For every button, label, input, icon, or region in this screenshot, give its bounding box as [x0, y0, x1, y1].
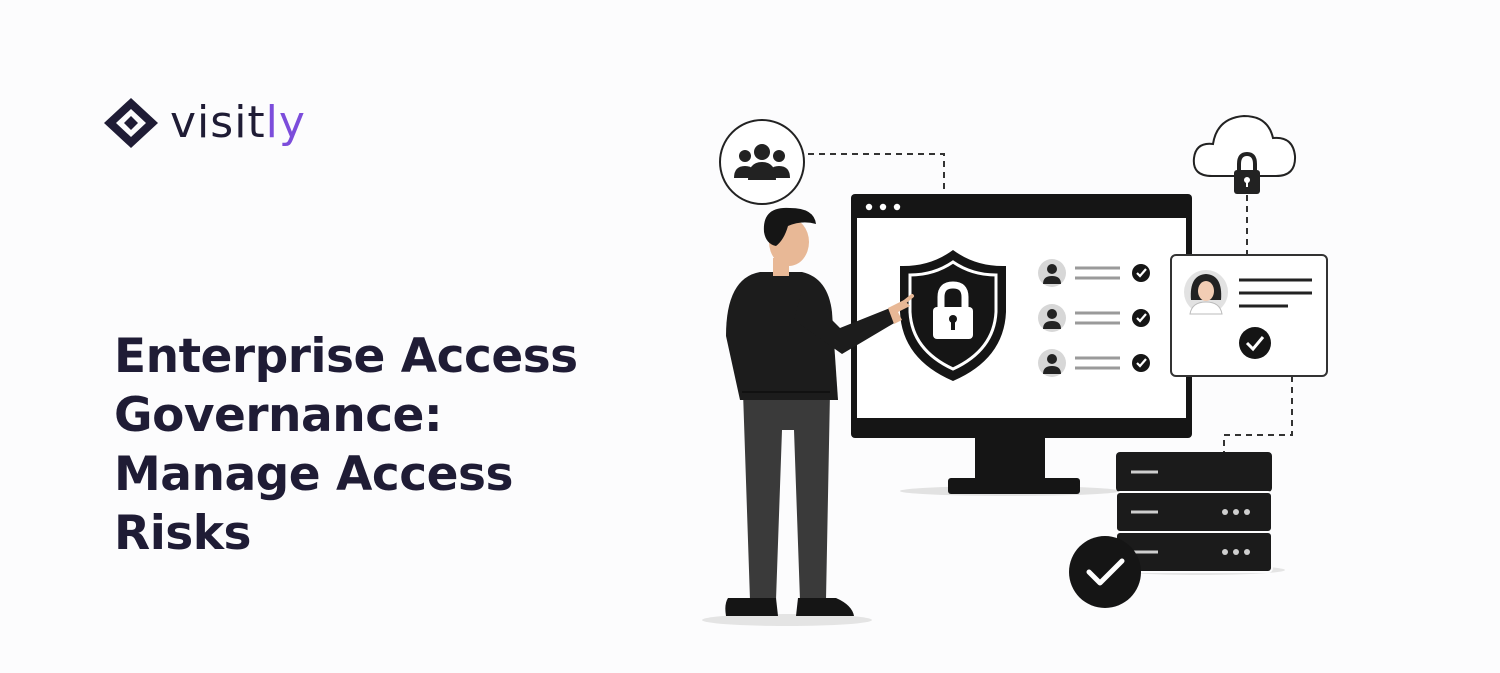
brand-name: visitly [170, 101, 306, 145]
shield-lock-icon [900, 250, 1006, 381]
page-title: Enterprise Access Governance: Manage Acc… [114, 327, 634, 563]
title-line-4: Risks [114, 506, 252, 561]
monitor-illustration [851, 194, 1192, 494]
brand-name-accent: ly [265, 97, 306, 148]
access-governance-illustration [702, 114, 1328, 626]
user-list-illustration [1038, 259, 1150, 377]
title-line-1: Enterprise Access [114, 329, 578, 384]
user-row [1038, 259, 1150, 287]
brand-name-main: visit [170, 97, 266, 148]
brand-logo[interactable]: visitly [102, 96, 306, 150]
server-stack-icon [1115, 452, 1273, 573]
user-avatar-icon [1184, 270, 1228, 315]
diamond-logo-icon [104, 98, 158, 148]
cloud-lock-icon [1192, 114, 1297, 194]
user-group-icon [719, 119, 805, 205]
title-line-2: Governance: [114, 388, 443, 443]
user-row [1038, 304, 1150, 332]
user-row [1038, 349, 1150, 377]
title-line-3: Manage Access [114, 447, 513, 502]
check-icon [1069, 536, 1141, 608]
person-figure [725, 207, 914, 616]
profile-card [1170, 254, 1328, 377]
